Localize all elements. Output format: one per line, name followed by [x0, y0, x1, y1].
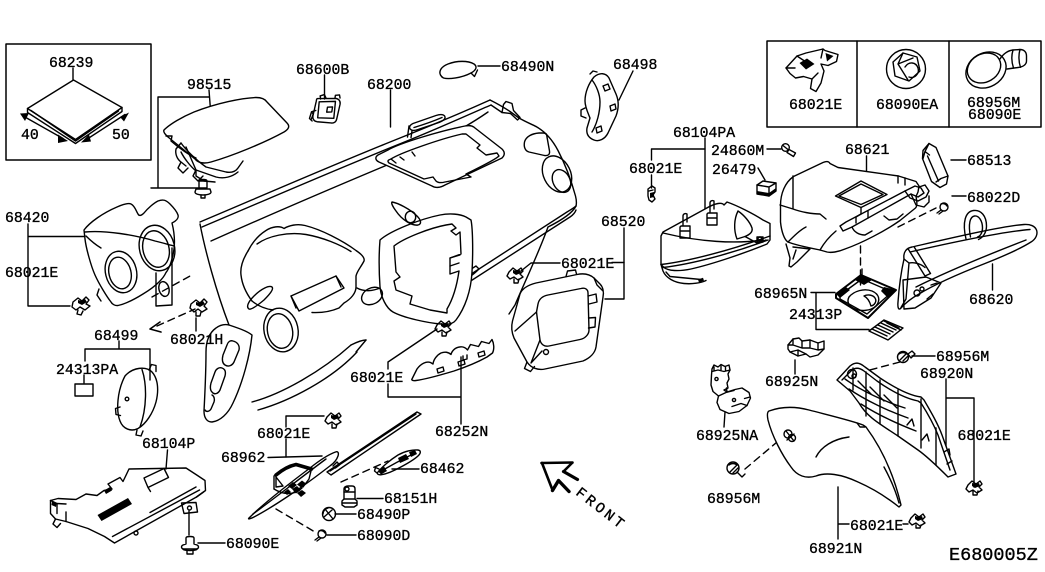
- svg-text:68239: 68239: [49, 56, 93, 72]
- svg-text:68490N: 68490N: [501, 60, 554, 76]
- svg-text:26479: 26479: [712, 163, 756, 179]
- svg-text:68925N: 68925N: [765, 375, 818, 391]
- svg-text:68252N: 68252N: [435, 425, 488, 441]
- svg-text:68021E: 68021E: [561, 257, 614, 273]
- svg-text:68513: 68513: [967, 154, 1011, 170]
- svg-text:68921N: 68921N: [809, 542, 862, 558]
- svg-text:68956M: 68956M: [707, 492, 760, 508]
- svg-text:68021E: 68021E: [257, 427, 310, 443]
- svg-text:68090EA: 68090EA: [876, 98, 938, 114]
- svg-text:68021H: 68021H: [170, 333, 223, 349]
- svg-text:68499: 68499: [94, 329, 138, 345]
- svg-text:68200: 68200: [367, 78, 411, 94]
- svg-text:68965N: 68965N: [754, 287, 807, 303]
- svg-text:40: 40: [21, 128, 39, 144]
- svg-text:68090D: 68090D: [357, 529, 410, 545]
- svg-text:68104P: 68104P: [142, 437, 195, 453]
- svg-text:24313PA: 24313PA: [56, 363, 118, 379]
- svg-text:E680005Z: E680005Z: [949, 545, 1038, 566]
- svg-text:68022D: 68022D: [967, 191, 1020, 207]
- svg-text:50: 50: [112, 128, 130, 144]
- svg-text:68021E: 68021E: [789, 98, 842, 114]
- svg-text:98515: 98515: [187, 78, 231, 94]
- svg-text:68090E: 68090E: [226, 537, 279, 553]
- svg-text:68021E: 68021E: [629, 162, 682, 178]
- svg-text:68962: 68962: [221, 451, 265, 467]
- svg-text:68151H: 68151H: [384, 492, 437, 508]
- svg-text:68621: 68621: [845, 143, 890, 159]
- svg-text:68956M: 68956M: [967, 96, 1020, 112]
- svg-text:68956M: 68956M: [936, 350, 989, 366]
- svg-text:68920N: 68920N: [920, 367, 973, 383]
- svg-text:68420: 68420: [5, 211, 49, 227]
- svg-text:68021E: 68021E: [958, 429, 1011, 445]
- svg-text:68498: 68498: [613, 58, 657, 74]
- svg-text:24860M: 24860M: [711, 144, 764, 160]
- svg-text:68600B: 68600B: [296, 63, 349, 79]
- svg-text:68925NA: 68925NA: [696, 429, 758, 445]
- svg-text:68462: 68462: [420, 462, 464, 478]
- svg-text:68090E: 68090E: [968, 108, 1021, 124]
- svg-text:68104PA: 68104PA: [673, 126, 735, 142]
- svg-text:68490P: 68490P: [357, 508, 410, 524]
- svg-text:68021E: 68021E: [350, 371, 403, 387]
- svg-text:68021E: 68021E: [850, 519, 903, 535]
- svg-text:68021E: 68021E: [5, 266, 58, 282]
- svg-text:68520: 68520: [601, 215, 645, 231]
- svg-text:68620: 68620: [969, 293, 1013, 309]
